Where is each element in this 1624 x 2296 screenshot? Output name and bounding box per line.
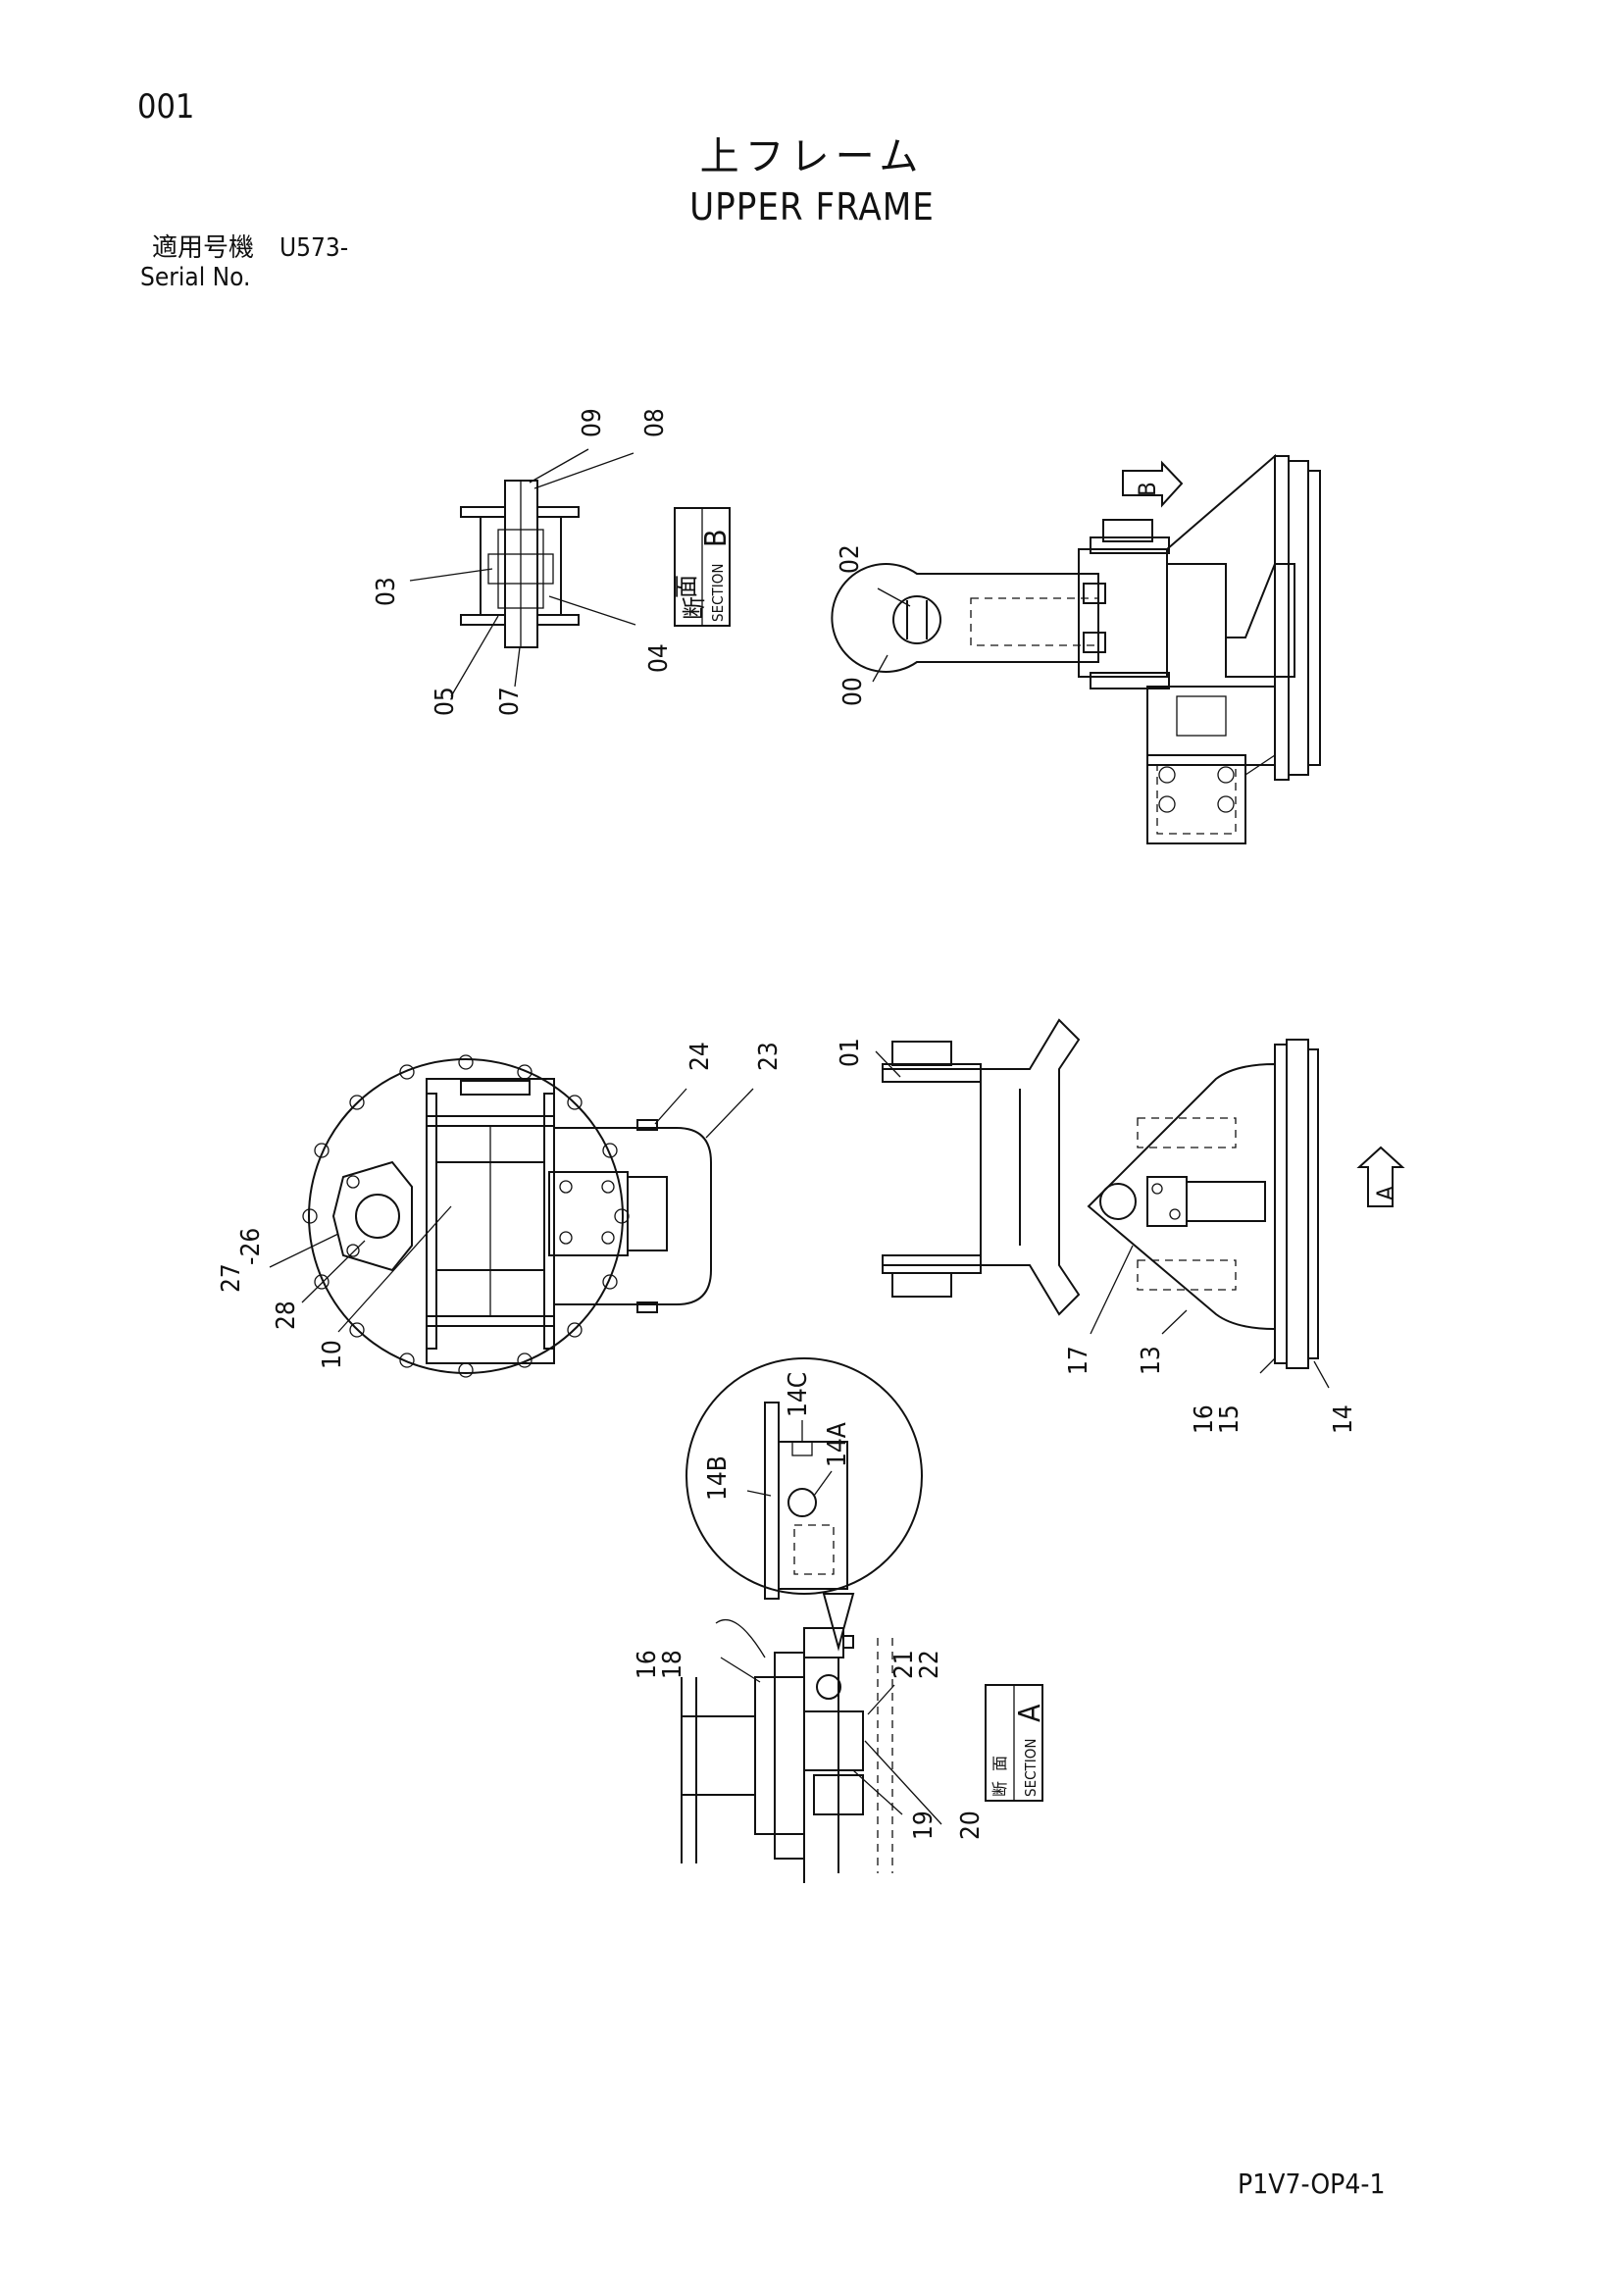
part-label-00: 00 <box>838 677 868 706</box>
part-label-09: 09 <box>578 408 607 437</box>
section-b-letter: B <box>699 529 734 547</box>
part-label-21: 21 <box>889 1650 919 1679</box>
section-a-kanji-2: 面 <box>990 1756 1009 1771</box>
document-code: P1V7-OP4-1 <box>1238 2168 1386 2200</box>
section-b-pin-view: 03 05 07 04 09 08 <box>372 408 674 716</box>
applicable-model-label: 適用号機 U573- <box>152 233 349 263</box>
part-label-16-sec-a: 16 <box>633 1650 662 1679</box>
view-marker-b: B <box>1134 482 1161 496</box>
part-label-14c: 14C <box>784 1372 813 1417</box>
part-label-14a: 14A <box>823 1422 852 1467</box>
upper-frame-top-view: 24 23 27 -26 28 10 <box>217 1042 784 1378</box>
part-label-14: 14 <box>1329 1404 1358 1434</box>
view-marker-a: A <box>1372 1186 1399 1200</box>
part-label-16: 16 <box>1190 1404 1219 1434</box>
section-a-kanji-1: 断 <box>990 1781 1009 1797</box>
part-label-13: 13 <box>1137 1346 1166 1375</box>
section-a-letter: A <box>1013 1704 1047 1722</box>
page-number: 001 <box>137 87 195 127</box>
section-a-word: SECTION <box>1022 1739 1040 1797</box>
part-label-05: 05 <box>431 687 460 716</box>
section-a-label: 断 面 SECTION A <box>985 1684 1047 1802</box>
part-label-19: 19 <box>909 1811 939 1840</box>
title-english: UPPER FRAME <box>689 185 935 229</box>
section-b-kanji-2: 面 <box>673 575 700 598</box>
section-b-kanji-1: 断 <box>681 596 708 620</box>
serial-number-label: Serial No. <box>140 263 251 292</box>
part-label-23: 23 <box>754 1042 784 1071</box>
upper-frame-front-view: 01 17 13 16 15 14 A <box>836 1018 1405 1434</box>
part-label-10: 10 <box>318 1340 347 1369</box>
part-label-01: 01 <box>836 1038 865 1067</box>
part-label-20: 20 <box>956 1811 986 1840</box>
part-label-22: 22 <box>915 1650 944 1679</box>
part-label-26: -26 <box>236 1228 266 1265</box>
detail-circle-view: 14B 14C 14A <box>685 1357 923 1652</box>
part-label-18: 18 <box>658 1650 687 1679</box>
part-label-04: 04 <box>644 643 674 673</box>
part-label-24: 24 <box>685 1042 715 1071</box>
part-label-14b: 14B <box>703 1455 733 1501</box>
section-b-label: 断 面 SECTION B <box>673 507 734 627</box>
part-label-03: 03 <box>372 577 401 606</box>
title-japanese: 上フレーム <box>699 134 925 179</box>
part-label-15: 15 <box>1215 1404 1244 1434</box>
upper-frame-side-view-top: 02 00 B <box>831 453 1321 844</box>
part-label-02: 02 <box>836 544 865 574</box>
part-label-27: 27 <box>217 1263 246 1293</box>
part-label-07: 07 <box>495 687 525 716</box>
section-b-word: SECTION <box>709 564 727 622</box>
part-label-08: 08 <box>640 408 670 437</box>
part-label-28: 28 <box>272 1301 301 1330</box>
part-label-17: 17 <box>1064 1346 1093 1375</box>
section-a-view: 16 18 19 20 21 22 <box>633 1618 986 1883</box>
